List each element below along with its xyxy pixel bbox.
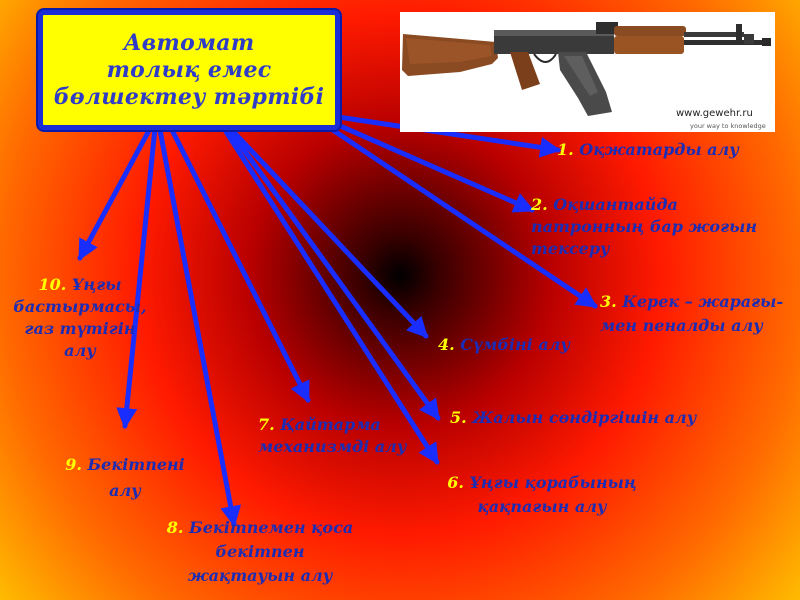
step-7-text-line-1: Қайтарма (275, 415, 381, 434)
step-2-number: 2. (531, 195, 548, 214)
step-3-text-line-2: мен пеналды алу (600, 316, 763, 335)
step-7-number: 7. (258, 415, 275, 434)
step-6: 6. Ұңғы қорабының қақпағын алу (444, 471, 640, 519)
step-10-text-line-2: бастырмасы, (13, 297, 146, 316)
step-5-text-line-1: Жалын сөндіргішін алу (467, 408, 697, 427)
step-9-text-line-1: Бекітпені (82, 455, 185, 474)
step-1: 1. Оқжатарды алу (557, 140, 739, 160)
title-box: Автомат толық емес бөлшектеу тәртібі (38, 10, 340, 130)
step-7-text-line-2: механизмді алу (258, 437, 406, 456)
step-2-text-line-2: патронның бар жоғын (531, 217, 757, 236)
step-2-text-line-3: тексеру (531, 239, 610, 258)
step-9: 9. Бекітпені алу (50, 452, 200, 504)
step-10-text-line-4: алу (64, 341, 96, 360)
step-5: 5. Жалын сөндіргішін алу (450, 408, 696, 428)
step-3-number: 3. (600, 292, 617, 311)
step-10-text-line-1: Ұңғы (66, 275, 121, 294)
step-8-number: 8. (167, 518, 184, 537)
ak-rifle-photo: www.gewehr.ru your way to knowledge (400, 12, 775, 132)
step-3-text-line-1: Керек – жарағы- (617, 292, 783, 311)
step-6-text-line-2: қақпағын алу (477, 497, 606, 516)
step-6-number: 6. (447, 473, 464, 492)
step-1-text-line-1: Оқжатарды алу (574, 140, 739, 159)
step-8: 8. Бекітпемен қоса бекітпен жақтауын алу (160, 516, 360, 588)
step-8-text-line-3: жақтауын алу (188, 566, 333, 585)
step-9-text-line-2: алу (109, 481, 141, 500)
step-9-number: 9. (65, 455, 82, 474)
step-1-number: 1. (557, 140, 574, 159)
step-4-number: 4. (438, 335, 455, 354)
step-2: 2. Оқшантайда патронның бар жоғын тексер… (531, 194, 757, 260)
step-2-text-line-1: Оқшантайда (548, 195, 678, 214)
step-6-text-line-1: Ұңғы қорабының (464, 473, 637, 492)
step-4: 4. Сүмбіні алу (438, 335, 570, 355)
step-10-number: 10. (39, 275, 67, 294)
step-7: 7. Қайтарма механизмді алу (258, 414, 406, 458)
arrow-to-step-10 (80, 125, 152, 258)
title-line-3: бөлшектеу тәртібі (54, 84, 325, 111)
photo-watermark-url: www.gewehr.ru (676, 108, 753, 119)
step-5-number: 5. (450, 408, 467, 427)
step-10: 10. Ұңғы бастырмасы, газ түтігін алу (6, 274, 154, 362)
step-8-text-line-2: бекітпен (215, 542, 304, 561)
arrow-to-step-5 (228, 128, 438, 418)
title-line-2: толық емес (107, 57, 272, 84)
step-8-text-line-1: Бекітпемен қоса (183, 518, 353, 537)
photo-watermark-slogan: your way to knowledge (690, 122, 766, 130)
title-line-1: Автомат (124, 30, 255, 57)
step-10-text-line-3: газ түтігін (25, 319, 136, 338)
arrow-to-step-7 (172, 130, 308, 400)
step-4-text-line-1: Сүмбіні алу (455, 335, 570, 354)
step-3: 3. Керек – жарағы- мен пеналды алу (600, 290, 783, 338)
